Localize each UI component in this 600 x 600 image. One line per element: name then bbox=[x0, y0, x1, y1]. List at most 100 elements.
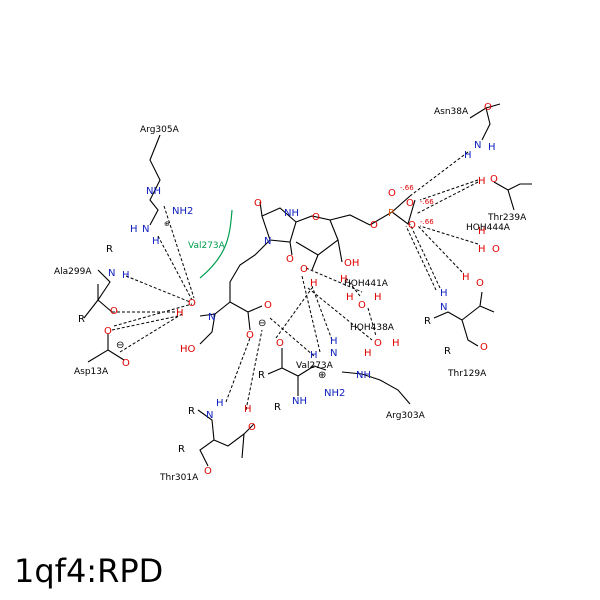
charge-66-a: -.66 bbox=[400, 184, 414, 192]
atom-r-thr301-b: R bbox=[178, 444, 185, 455]
label-arg305a: Arg305A bbox=[140, 125, 180, 135]
atom-o-phosphate-c: O bbox=[408, 220, 416, 231]
atom-h-hoh444-a: H bbox=[478, 226, 486, 237]
hbond-arg303-a bbox=[301, 275, 321, 353]
charge-plus-arg305: ⊕ bbox=[164, 220, 170, 228]
atom-h-hoh444-b: H bbox=[478, 244, 486, 255]
hbond-thr239-b bbox=[415, 181, 479, 215]
hbond-arg305-o bbox=[157, 235, 193, 301]
label-hoh444a: HOH444A bbox=[466, 223, 511, 233]
atom-h-arg303-a: H bbox=[310, 350, 318, 361]
hbond-asp13-b bbox=[119, 313, 183, 353]
hbond-asp13-a bbox=[113, 303, 193, 327]
label-val273a-top: Val273A bbox=[188, 241, 226, 251]
charge-66-b: -.66 bbox=[420, 198, 434, 206]
atom-nh2-arg303: NH2 bbox=[324, 388, 345, 399]
thr301-chain bbox=[197, 409, 255, 467]
atom-r-ala299: R bbox=[106, 244, 113, 255]
label-arg303a: Arg303A bbox=[386, 411, 426, 421]
hbond-hoh444 bbox=[419, 225, 479, 245]
atom-h-hoh438-b: H bbox=[392, 338, 400, 349]
atom-n-arg305-nh2: NH2 bbox=[172, 206, 193, 217]
atom-n-ala299: N bbox=[108, 268, 115, 279]
hydrogen-bonds bbox=[111, 151, 479, 411]
atom-o-hoh444: O bbox=[492, 244, 500, 255]
atom-h-arg303-b: H bbox=[330, 336, 338, 347]
atom-n-asn38: N bbox=[474, 140, 481, 151]
label-asn38a: Asn38A bbox=[434, 107, 469, 117]
diagram-title: 1qf4:RPD bbox=[14, 552, 164, 590]
atom-o-asn38: O bbox=[484, 102, 492, 113]
atom-oh-ligand: OH bbox=[344, 258, 359, 269]
atom-n-arg305: N bbox=[142, 224, 149, 235]
atom-o-thr129: O bbox=[476, 278, 484, 289]
atom-o-ligand-hydroxyl-a: O bbox=[300, 264, 308, 275]
atom-o-ligand-ring-ether: O bbox=[312, 212, 320, 223]
residue-labels: Arg305A Asn38A Thr239A HOH444A Ala299A V… bbox=[54, 107, 527, 483]
atom-o-val273: O bbox=[276, 338, 284, 349]
atom-r-thr301: R bbox=[188, 406, 195, 417]
label-hoh438a: HOH438A bbox=[350, 323, 395, 333]
atom-h-hoh441-c: H bbox=[374, 292, 382, 303]
hbond-arg303-b bbox=[311, 285, 333, 341]
atom-o-ligand-ring-carbonyl: O bbox=[254, 198, 262, 209]
hbond-val273 bbox=[275, 287, 313, 339]
atom-h-thr129-n: H bbox=[440, 288, 448, 299]
charge-minus-asp13: ⊖ bbox=[116, 340, 124, 351]
hbond-hoh441-b bbox=[345, 277, 361, 297]
hbond-thr301-a bbox=[225, 337, 251, 403]
atom-h-ala299: H bbox=[122, 270, 130, 281]
hbond-asp13-c bbox=[111, 315, 179, 331]
atom-h-ligand-central: H bbox=[176, 308, 184, 319]
atom-o-thr239: O bbox=[490, 174, 498, 185]
atom-o-phosphate-b: O bbox=[406, 198, 414, 209]
hbond-hoh438 bbox=[307, 287, 373, 341]
thr129-chain bbox=[433, 291, 495, 347]
charge-66-c: -.66 bbox=[420, 218, 434, 226]
asn38-chain bbox=[469, 103, 501, 141]
atom-o-hoh441: O bbox=[358, 300, 366, 311]
charge-plus-arg303: ⊕ bbox=[318, 370, 326, 381]
atom-o-ligand-central: O bbox=[188, 298, 196, 309]
atom-r-val273: R bbox=[258, 370, 265, 381]
atom-o-ligand-phosphate-link: O bbox=[370, 220, 378, 231]
atom-ho-ligand: HO bbox=[180, 344, 196, 355]
bonds bbox=[83, 103, 532, 467]
charge-minus-ligand: ⊖ bbox=[258, 318, 266, 329]
atom-n-arg303: N bbox=[330, 348, 337, 359]
atom-o-thr301-carbonyl: O bbox=[204, 466, 212, 477]
ligand-backbone bbox=[199, 195, 416, 345]
label-thr301a: Thr301A bbox=[159, 473, 199, 483]
atom-h-hoh438-a: H bbox=[364, 348, 372, 359]
atom-r-thr129-b: R bbox=[444, 346, 451, 357]
atom-o-hoh438: O bbox=[374, 338, 382, 349]
atom-n-thr301: N bbox=[206, 410, 213, 421]
atom-h-thr239: H bbox=[478, 176, 486, 187]
atom-h-hoh441-b: H bbox=[346, 292, 354, 303]
label-val273a-bottom: Val273A bbox=[296, 361, 334, 371]
hbond-thr129-a bbox=[417, 225, 463, 273]
atom-h-arg305: H bbox=[130, 224, 138, 235]
atom-h-arg305-b: H bbox=[152, 236, 160, 247]
ala299-chain bbox=[83, 269, 113, 319]
atom-p-phosphate: P bbox=[388, 208, 394, 219]
atom-o-thr301: O bbox=[248, 422, 256, 433]
label-ala299a: Ala299A bbox=[54, 267, 92, 277]
arg303-chain bbox=[341, 371, 411, 405]
atom-o-asp13-b: O bbox=[122, 358, 130, 369]
atom-h-hoh441-a: H bbox=[340, 274, 348, 285]
atom-o-asp13-a: O bbox=[104, 326, 112, 337]
atom-o-ala299: O bbox=[110, 306, 118, 317]
atom-r-val273-b: R bbox=[274, 402, 281, 413]
atom-n-ligand: N bbox=[208, 312, 215, 323]
hbond-thr129-b bbox=[409, 223, 441, 289]
label-hoh441a: HOH441A bbox=[344, 279, 389, 289]
atom-n-arg305-nh: NH bbox=[146, 186, 161, 197]
arg305-chain bbox=[149, 134, 161, 226]
atoms: NH NH2 H N H ⊕ R N H O R O O ⊖ O H N HO … bbox=[78, 102, 500, 477]
hbond-thr129-c bbox=[405, 225, 437, 291]
atom-o-phosphate-a: O bbox=[388, 188, 396, 199]
atom-o-ligand-carboxyl-b: O bbox=[246, 330, 254, 341]
atom-h-ligand-hydroxyl-a: H bbox=[310, 278, 318, 289]
